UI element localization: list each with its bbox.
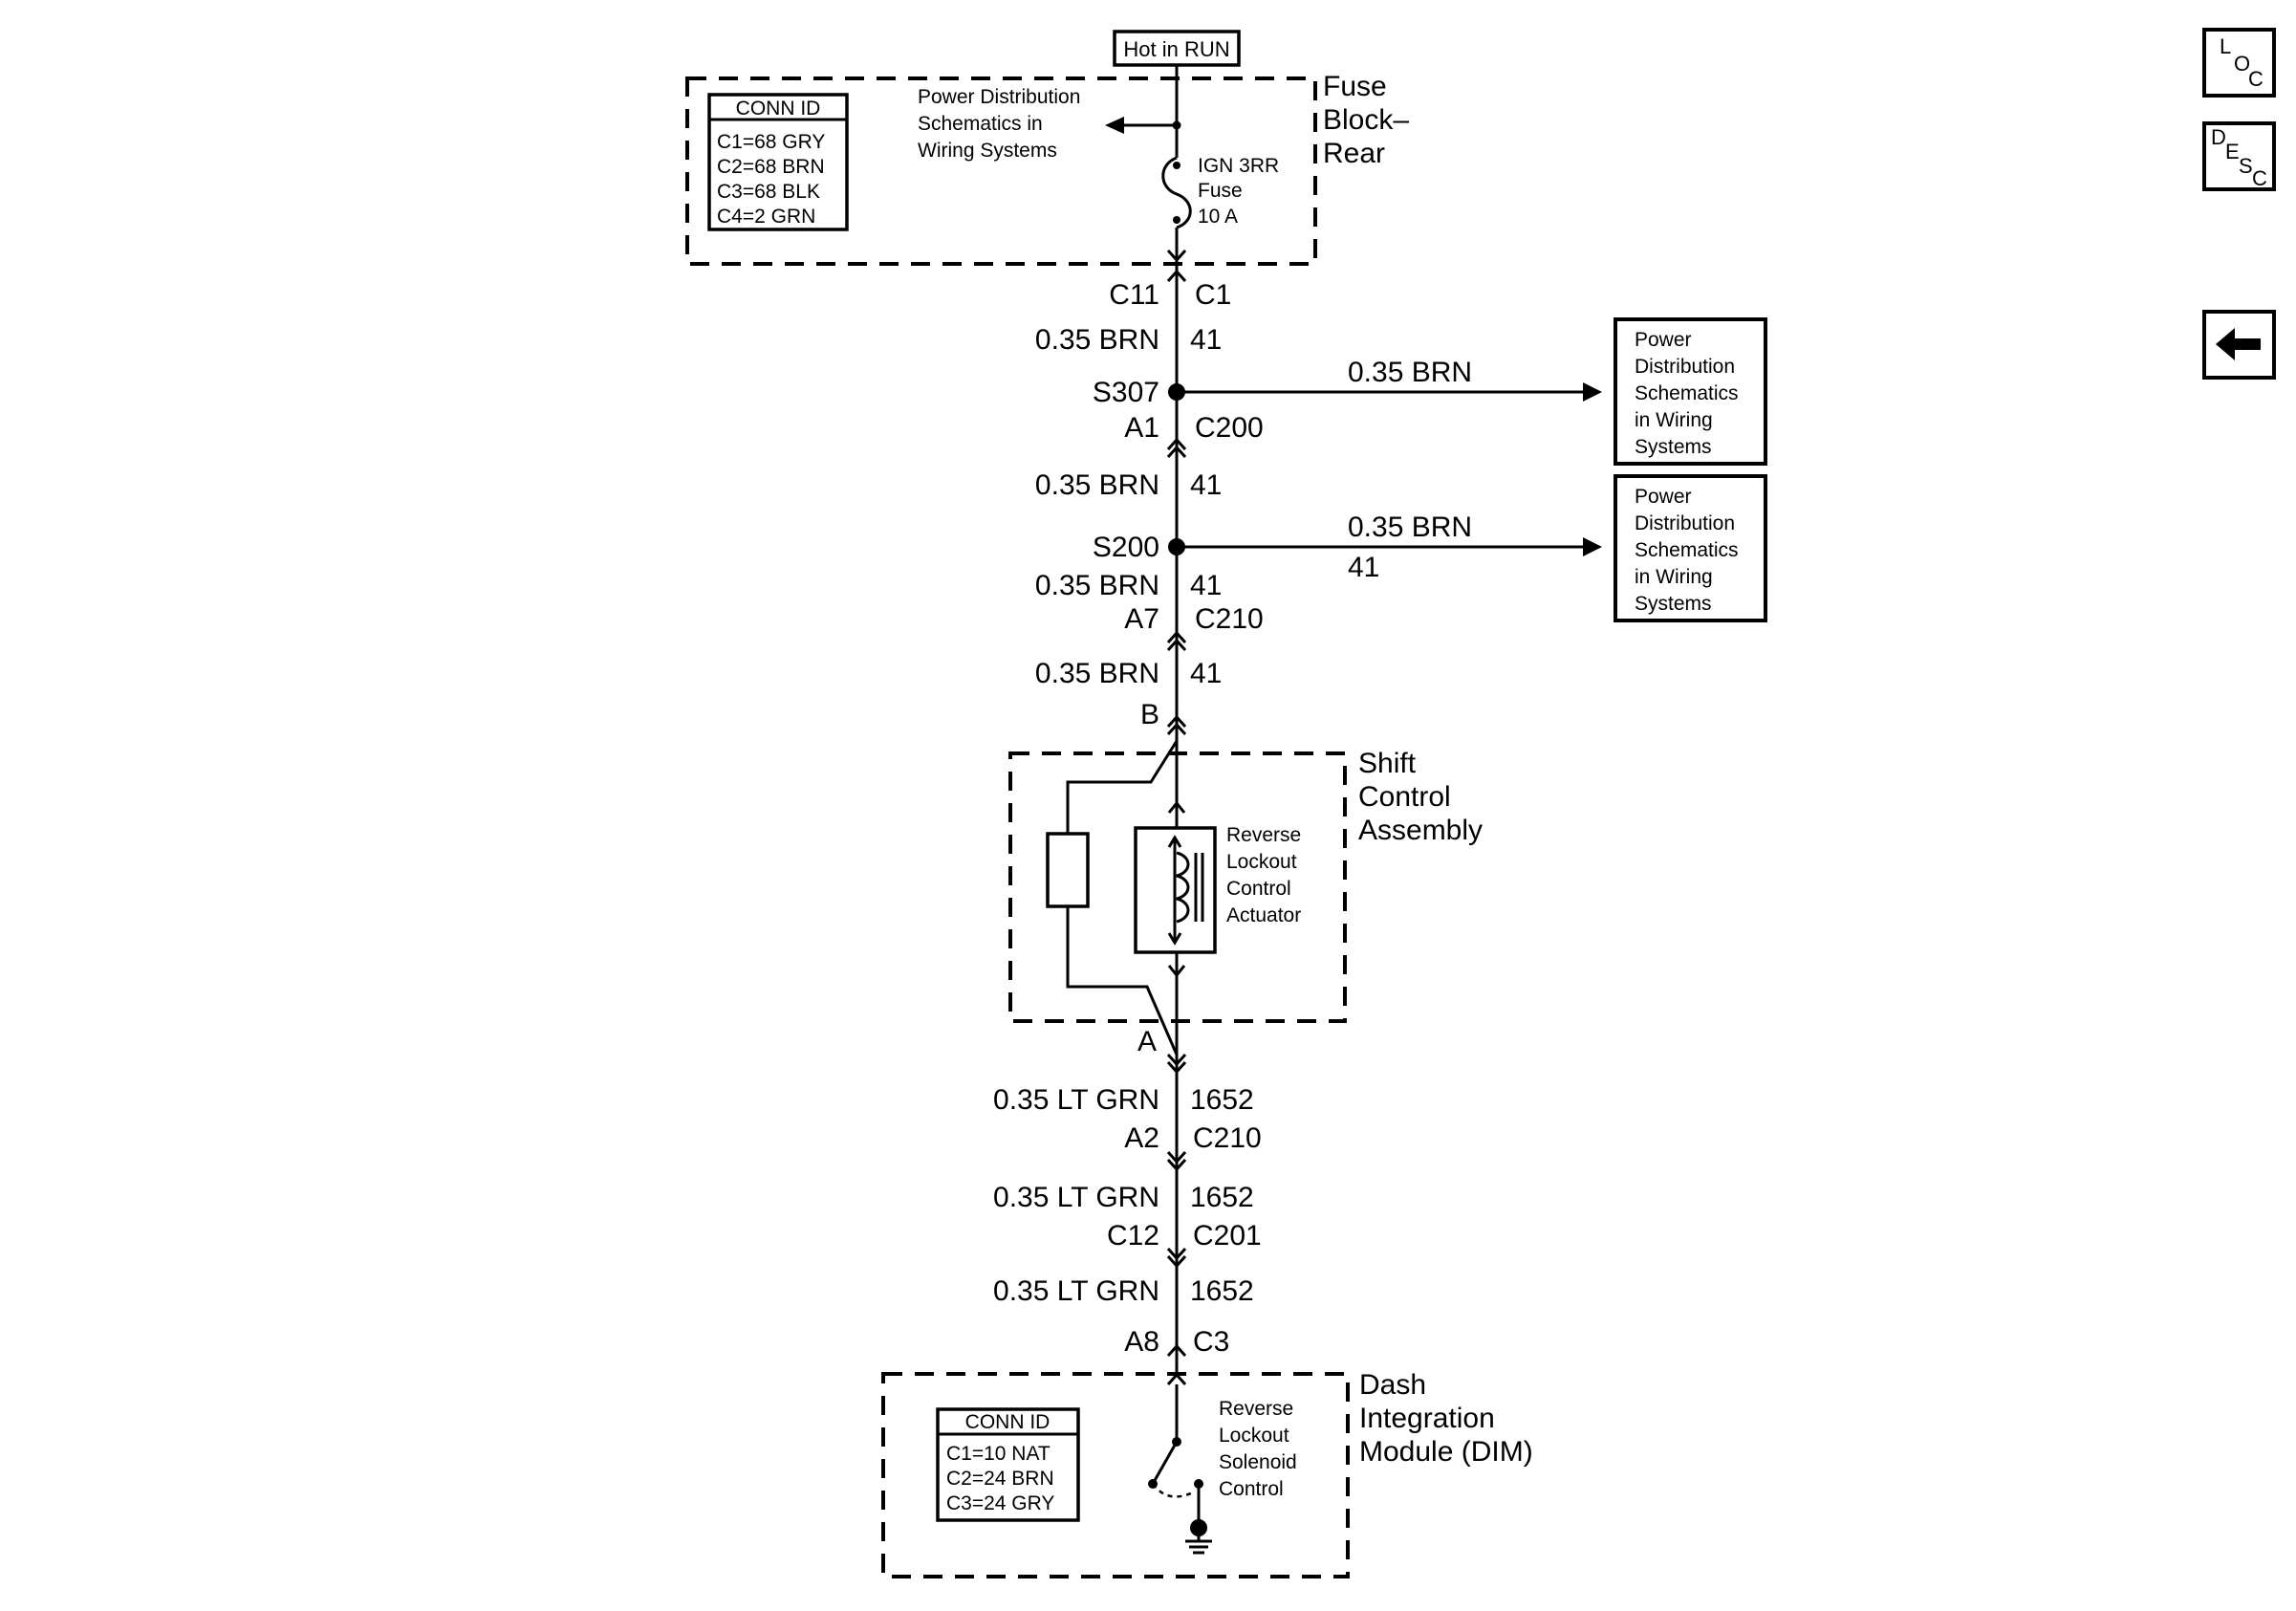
conn-c210-b-right: C210 xyxy=(1193,1122,1262,1154)
fuse-icon xyxy=(1161,156,1192,229)
pin-a-label: A xyxy=(1137,1026,1157,1057)
conn-c1-left: C11 xyxy=(1109,279,1159,311)
s200-arrow-icon xyxy=(1583,537,1602,556)
seg3-wire: 0.35 BRN xyxy=(1035,570,1159,601)
splice-s200-label: S200 xyxy=(1093,532,1159,563)
connector-c200-icon xyxy=(1166,437,1187,459)
svg-text:Power Distribution: Power Distribution Schematics in Wiring … xyxy=(1635,329,1744,458)
fuse-block-conn-id-table: CONN ID C1=68 GRY C2=68 BRN C3=68 BLK C4… xyxy=(707,93,849,231)
seg5-circuit: 1652 xyxy=(1190,1084,1254,1116)
splice-s307-label: S307 xyxy=(1093,377,1159,408)
s307-arrow-icon xyxy=(1583,382,1602,402)
seg7-circuit: 1652 xyxy=(1190,1275,1254,1307)
connector-c201-icon xyxy=(1166,1247,1187,1269)
conn-id-list: C1=68 GRY C2=68 BRN C3=68 BLK C4=2 GRN xyxy=(717,131,831,228)
s307-branch-wire-label: 0.35 BRN xyxy=(1348,357,1472,388)
back-button[interactable] xyxy=(2202,310,2276,380)
shift-control-assembly: Shift Control Assembly Reverse Lockout C… xyxy=(1008,740,1483,1056)
arrow-left-icon xyxy=(2216,328,2261,360)
conn-c210-a-left: A7 xyxy=(1124,603,1159,635)
solenoid-switch-icon xyxy=(1148,1384,1207,1536)
seg4-circuit: 41 xyxy=(1190,658,1222,689)
s200-branch-wire-label: 0.35 BRN xyxy=(1348,512,1472,543)
conn-c200-right: C200 xyxy=(1195,412,1264,444)
conn-c210-b-left: A2 xyxy=(1124,1122,1159,1154)
conn-c1-right: C1 xyxy=(1195,279,1231,311)
seg7-wire: 0.35 LT GRN xyxy=(993,1275,1159,1307)
svg-text:L: L xyxy=(2220,34,2231,58)
s200-branch-circuit-label: 41 xyxy=(1348,552,1379,583)
seg2-wire: 0.35 BRN xyxy=(1035,469,1159,501)
conn-c201-left: C12 xyxy=(1107,1220,1159,1252)
seg5-wire: 0.35 LT GRN xyxy=(993,1084,1159,1116)
dim-outline xyxy=(881,1372,1350,1578)
svg-text:E: E xyxy=(2225,140,2240,163)
conn-c201-right: C201 xyxy=(1193,1220,1262,1252)
ground-icon xyxy=(1185,1528,1212,1555)
svg-text:D: D xyxy=(2211,125,2226,149)
seg4-wire: 0.35 BRN xyxy=(1035,658,1159,689)
shift-control-title: Shift Control Assembly xyxy=(1358,748,1483,846)
dim-conn-id-title: CONN ID xyxy=(965,1411,1051,1433)
resistor-icon xyxy=(1046,832,1090,908)
hot-in-run-label: Hot in RUN xyxy=(1113,30,1241,67)
svg-text:S: S xyxy=(2239,154,2253,178)
seg1-wire: 0.35 BRN xyxy=(1035,324,1159,356)
loc-button[interactable]: L O C xyxy=(2202,28,2276,98)
conn-c3-left: A8 xyxy=(1124,1326,1159,1358)
seg3-circuit: 41 xyxy=(1190,570,1222,601)
conn-c200-left: A1 xyxy=(1124,412,1159,444)
connector-a-icon xyxy=(1166,1053,1187,1075)
desc-button[interactable]: D E S C xyxy=(2202,121,2276,191)
connector-c1-icon xyxy=(1166,249,1187,283)
conn-c3-right: C3 xyxy=(1193,1326,1229,1358)
fuse-label: IGN 3RR Fuse 10 A xyxy=(1198,155,1285,228)
fuse-block-title: Fuse Block– Rear xyxy=(1323,71,1417,169)
dash-integration-module: Dash Integration Module (DIM) CONN ID C1… xyxy=(881,1369,1533,1578)
svg-text:C: C xyxy=(2248,67,2264,91)
connector-b-icon xyxy=(1166,714,1187,736)
dim-conn-id-list: C1=10 NAT C2=24 BRN C3=24 GRY xyxy=(946,1443,1059,1514)
main-wire xyxy=(1172,65,1181,1372)
hot-in-run-text: Hot in RUN xyxy=(1123,37,1229,61)
svg-text:Power Distribution: Power Distribution Schematics in Wiring … xyxy=(1635,486,1744,615)
pin-b-label: B xyxy=(1140,699,1159,730)
shift-control-outline xyxy=(1008,751,1347,1023)
seg1-circuit: 41 xyxy=(1190,324,1222,356)
svg-text:C: C xyxy=(2252,166,2267,190)
connector-c210-a-icon xyxy=(1166,630,1187,652)
seg6-wire: 0.35 LT GRN xyxy=(993,1182,1159,1213)
conn-id-title: CONN ID xyxy=(736,98,821,120)
seg6-circuit: 1652 xyxy=(1190,1182,1254,1213)
ref-arrow-icon xyxy=(1105,117,1124,134)
connector-c210-b-icon xyxy=(1166,1150,1187,1172)
conn-c210-a-right: C210 xyxy=(1195,603,1264,635)
actuator-label: Reverse Lockout Control Actuator xyxy=(1226,824,1307,926)
seg2-circuit: 41 xyxy=(1190,469,1222,501)
power-distribution-ref-box-2: Power Distribution Schematics in Wiring … xyxy=(1614,474,1767,622)
dim-title: Dash Integration Module (DIM) xyxy=(1359,1369,1533,1468)
fuse-block-rear: Fuse Block– Rear CONN ID C1=68 GRY C2=68… xyxy=(685,71,1417,266)
dim-conn-id-table: CONN ID C1=10 NAT C2=24 BRN C3=24 GRY xyxy=(936,1407,1080,1522)
power-distribution-ref-text: Power Distribution Schematics in Wiring … xyxy=(918,86,1086,162)
power-distribution-ref-box-1: Power Distribution Schematics in Wiring … xyxy=(1614,317,1767,466)
solenoid-label: Reverse Lockout Solenoid Control xyxy=(1219,1398,1303,1500)
svg-text:O: O xyxy=(2234,52,2250,76)
